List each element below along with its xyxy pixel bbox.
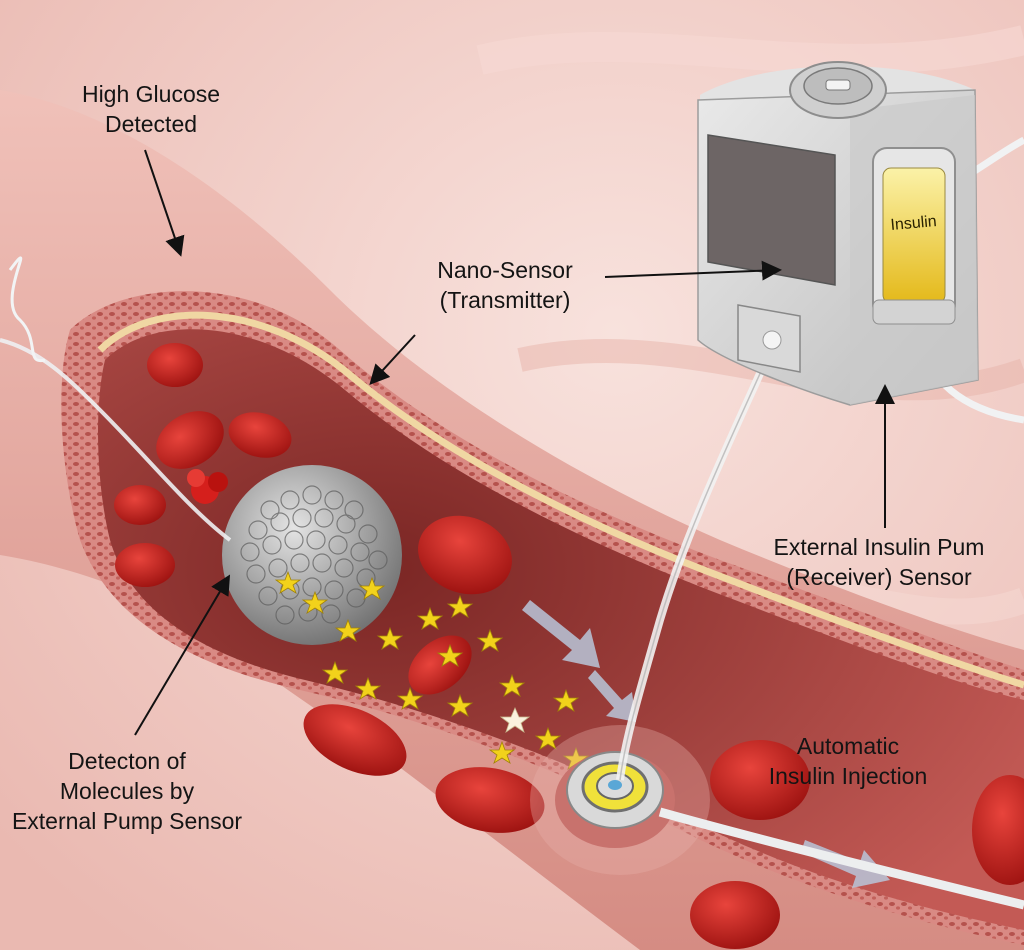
vessel-intima <box>97 311 1024 689</box>
label-external-pump: External Insulin Pum (Receiver) Sensor <box>748 532 1010 592</box>
label-external-pump-line1: External Insulin Pum <box>773 534 985 560</box>
insulin-tube <box>619 339 776 781</box>
label-high-glucose: High Glucose Detected <box>66 79 236 139</box>
label-automatic-injection: Automatic Insulin Injection <box>748 731 948 791</box>
injection-port <box>530 725 710 875</box>
label-detection-line2: Molecules by <box>59 778 195 804</box>
label-high-glucose-line1: High Glucose <box>81 81 221 107</box>
label-detection-line3: External Pump Sensor <box>11 808 243 834</box>
return-tube <box>658 807 1024 910</box>
arrow-nano-sensor <box>369 334 416 385</box>
label-nano-sensor-line2: (Transmitter) <box>439 287 571 313</box>
glucose-cluster <box>187 469 228 504</box>
insulin-molecule <box>499 707 531 733</box>
arrow-high-glucose <box>144 149 185 257</box>
tissue-fold <box>476 25 1024 75</box>
label-detection: Detecton of Molecules by External Pump S… <box>0 746 262 836</box>
red-blood-cells <box>114 343 1024 949</box>
label-external-pump-line2: (Receiver) Sensor <box>786 564 972 590</box>
catheter-line <box>0 338 232 542</box>
pump-screen <box>707 134 836 286</box>
nano-sensor-sphere <box>222 465 402 645</box>
label-automatic-injection-line1: Automatic <box>796 733 900 759</box>
label-high-glucose-line2: Detected <box>104 111 198 137</box>
external-insulin-pump: Insulin <box>697 61 979 406</box>
arrow-detection <box>134 574 231 736</box>
label-nano-sensor-line1: Nano-Sensor <box>437 257 573 283</box>
label-detection-line1: Detecton of <box>68 748 186 774</box>
label-nano-sensor: Nano-Sensor (Transmitter) <box>420 255 590 315</box>
catheter-line <box>8 256 46 363</box>
insulin-reservoir-label: Insulin <box>890 213 938 234</box>
arrow-to-pump-screen <box>604 260 782 281</box>
label-automatic-injection-line2: Insulin Injection <box>768 763 928 789</box>
annotation-arrows <box>134 149 895 736</box>
